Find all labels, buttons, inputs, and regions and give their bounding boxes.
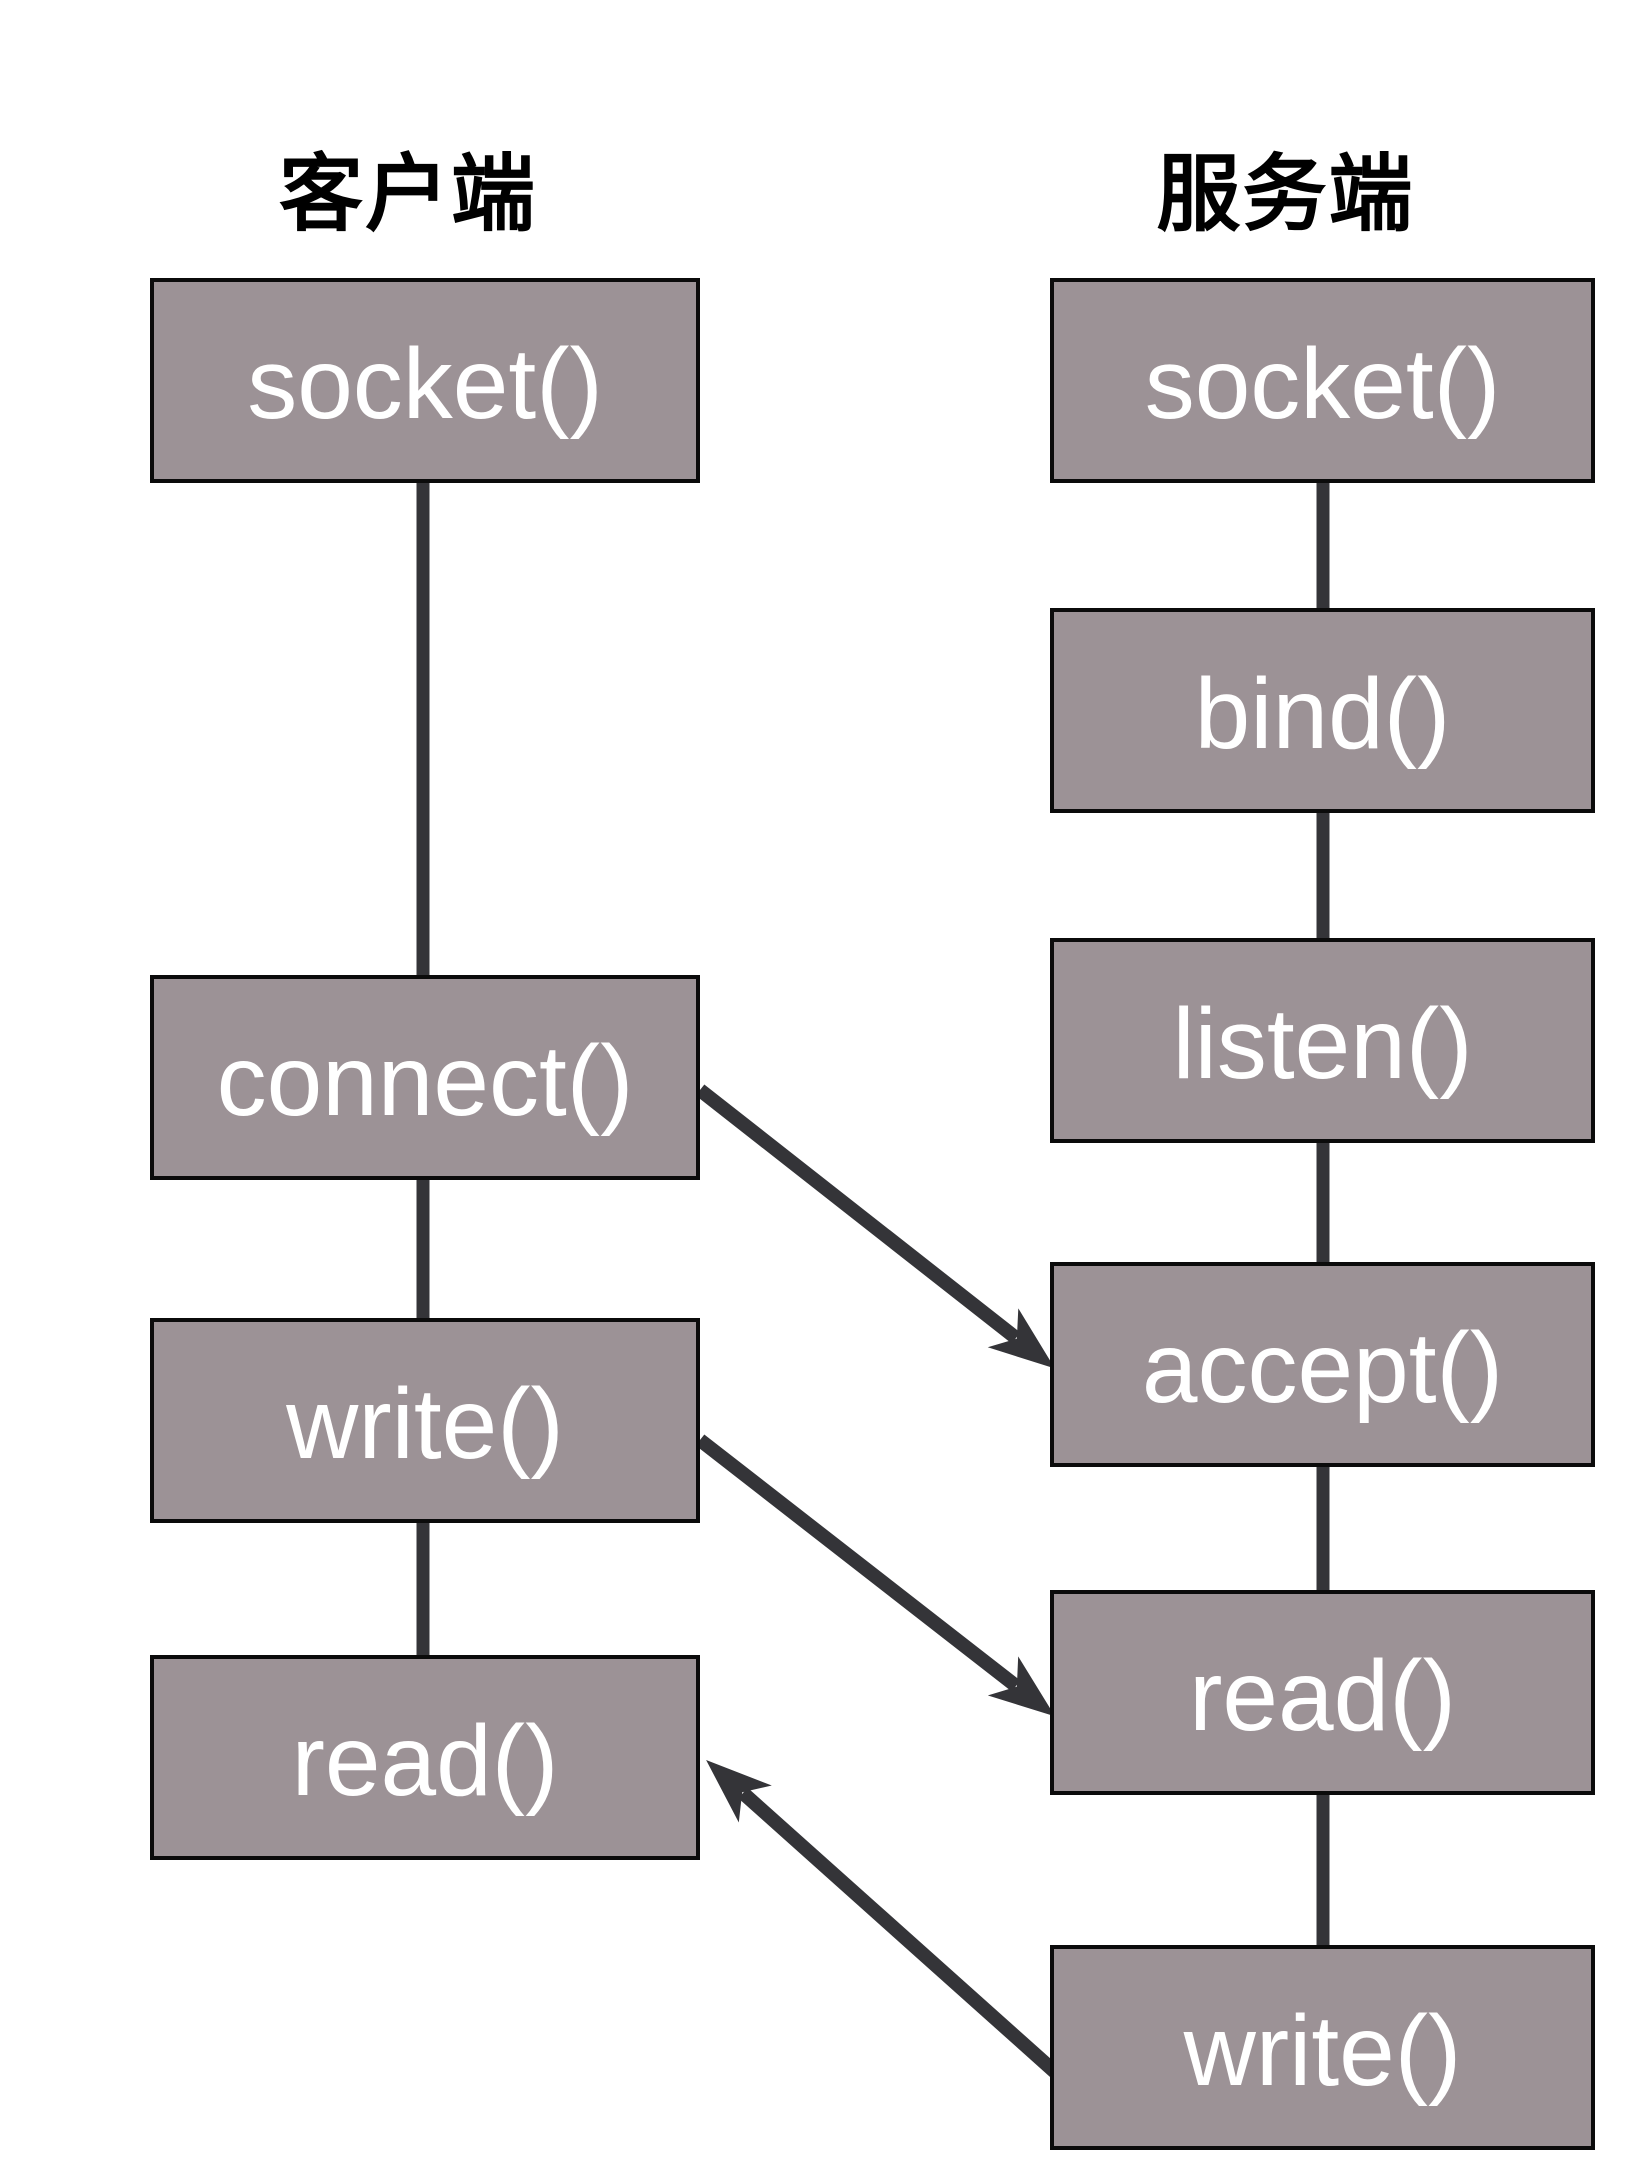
node-server-listen: listen() [1050,938,1595,1143]
server-column-title: 服务端 [1156,147,1415,241]
node-server-bind: bind() [1050,608,1595,813]
client-column-title: 客户端 [278,147,537,241]
node-client-connect: connect() [150,975,700,1180]
node-server-accept: accept() [1050,1262,1595,1467]
node-server-write: write() [1050,1945,1595,2150]
node-client-write: write() [150,1318,700,1523]
arrow-clientwrite-to-serverread [695,1434,1056,1717]
arrow-connect-to-accept [695,1084,1055,1369]
node-client-socket: socket() [150,278,700,483]
node-server-socket: socket() [1050,278,1595,483]
node-server-read: read() [1050,1590,1595,1795]
arrow-serverwrite-to-clientread [706,1760,1060,2078]
node-client-read: read() [150,1655,700,1860]
